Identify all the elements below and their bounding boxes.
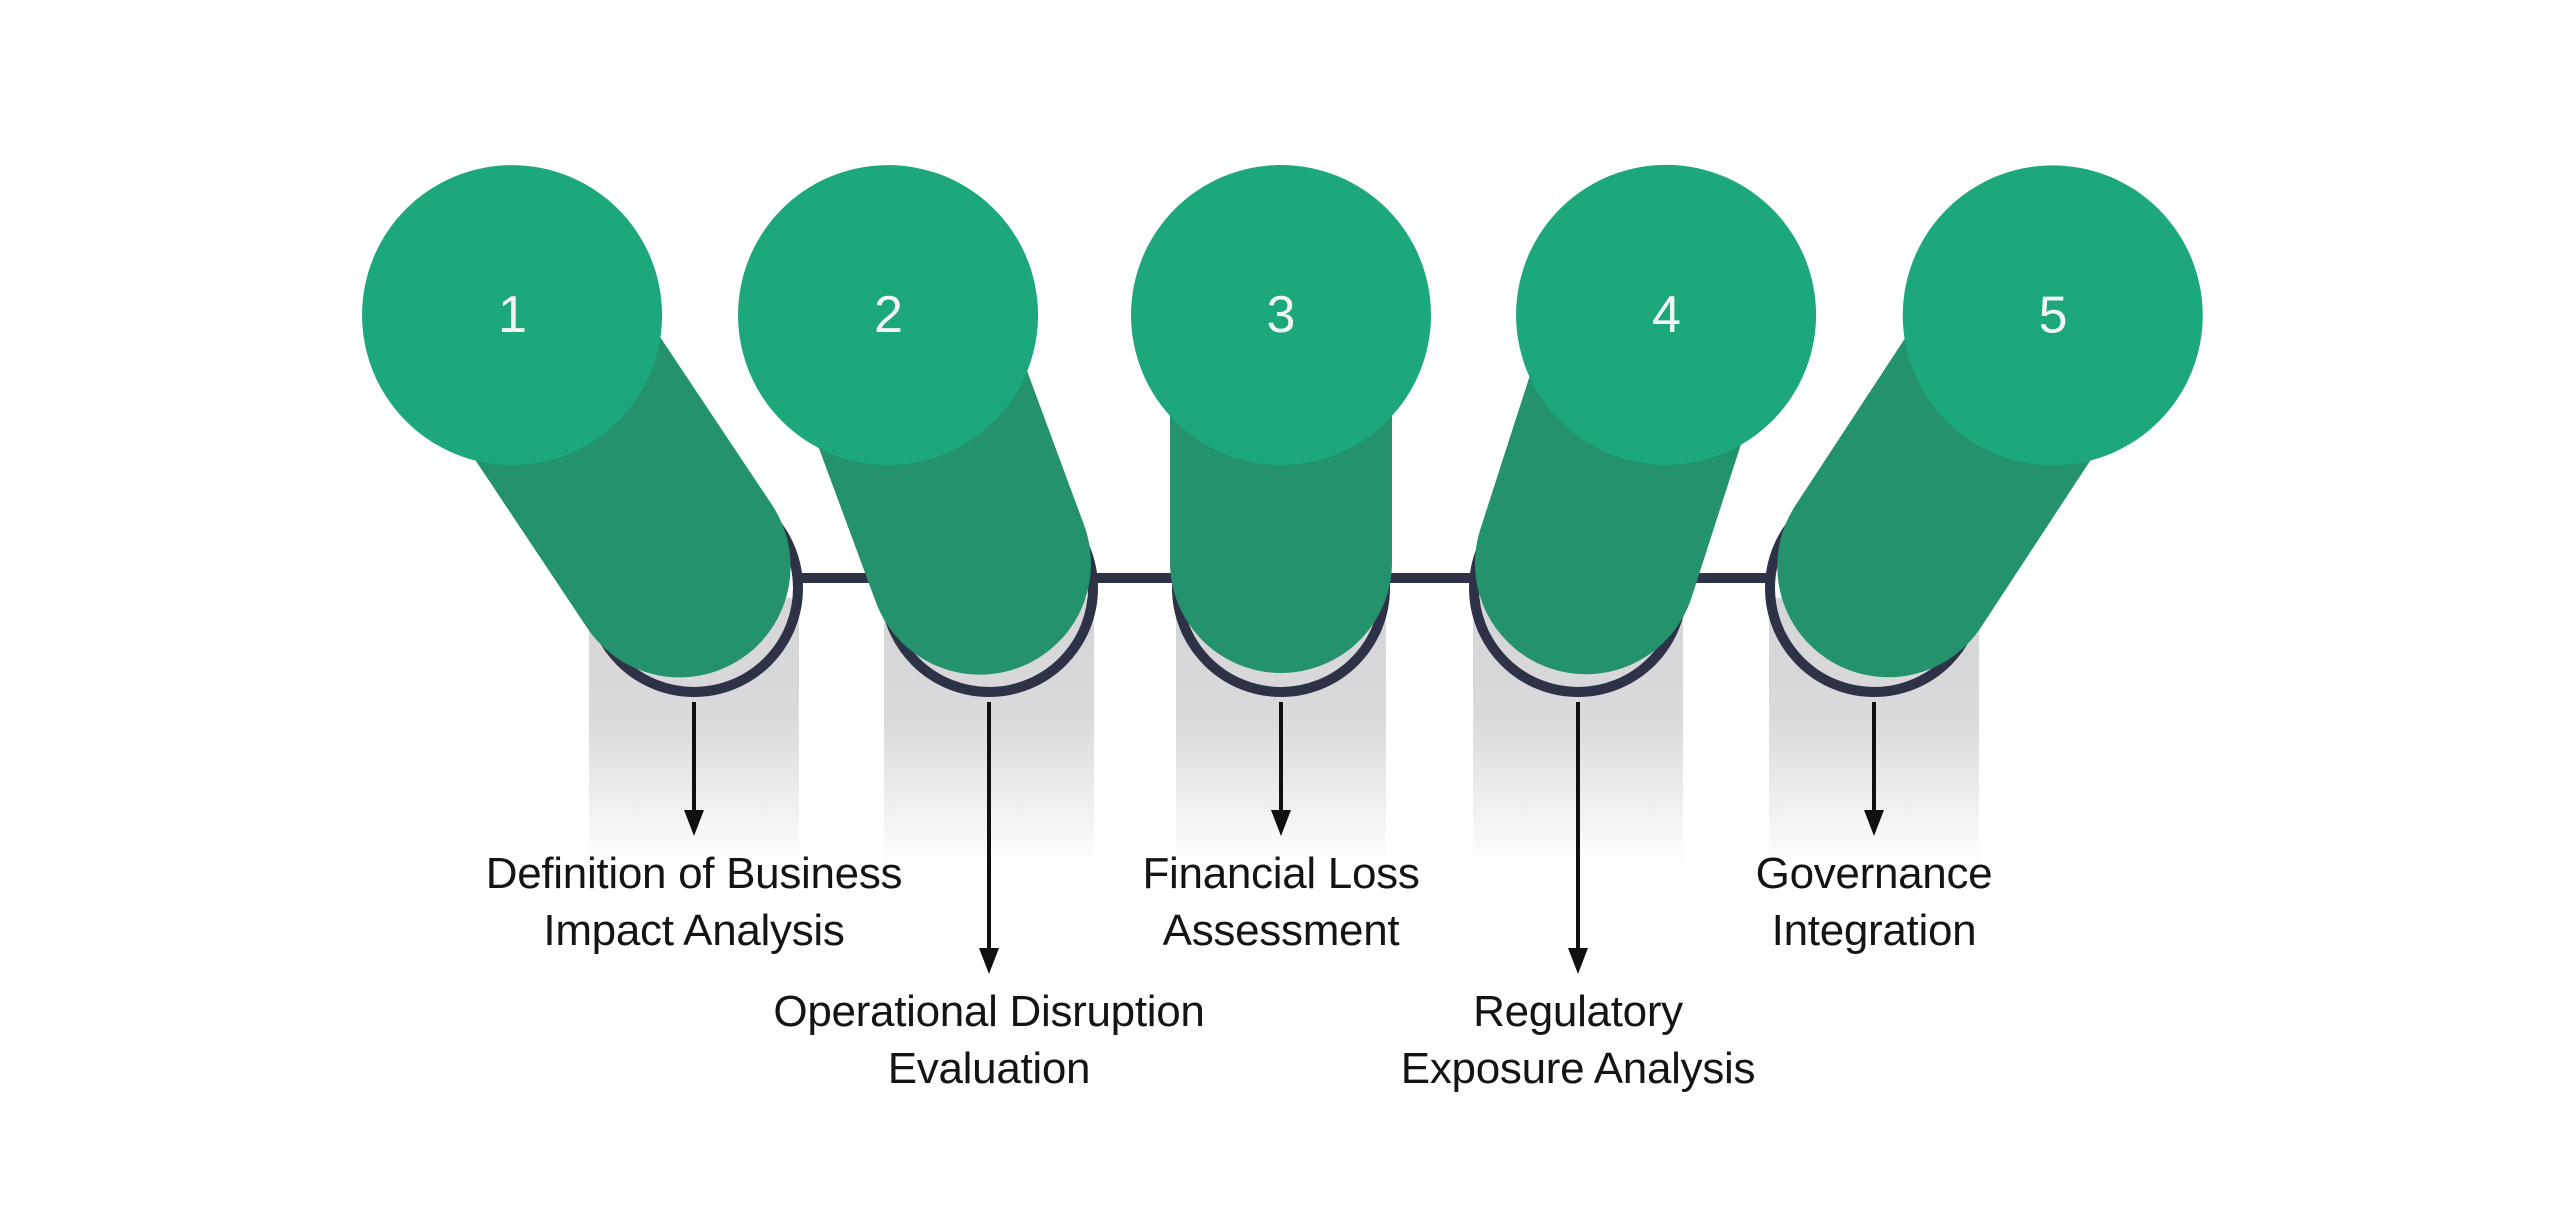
step-label-line1: Definition of Business xyxy=(485,849,903,898)
step-number: 4 xyxy=(1651,286,1681,345)
down-arrow-icon xyxy=(1568,948,1588,974)
pin-cap: 3 xyxy=(1131,165,1431,465)
ring-connector xyxy=(1384,573,1475,583)
step-label-line2: Evaluation xyxy=(887,1044,1091,1093)
step-number: 3 xyxy=(1266,286,1296,344)
down-arrow-line xyxy=(692,702,696,810)
down-arrow-line xyxy=(987,702,991,948)
down-arrow-icon xyxy=(1864,810,1884,836)
step-number: 5 xyxy=(2038,286,2068,345)
step-label-line2: Integration xyxy=(1771,906,1977,955)
step-label-line1: Financial Loss xyxy=(1142,849,1420,898)
step-label-line2: Exposure Analysis xyxy=(1400,1044,1756,1093)
step-label-line1: Regulatory xyxy=(1473,987,1683,1036)
step-label-line2: Assessment xyxy=(1162,906,1400,955)
down-arrow-line xyxy=(1576,702,1580,948)
down-arrow-line xyxy=(1279,702,1283,810)
down-arrow-icon xyxy=(684,810,704,836)
step-label-line2: Impact Analysis xyxy=(543,906,845,955)
step-label-line1: Governance xyxy=(1755,849,1993,898)
step-number: 2 xyxy=(873,286,903,345)
ring-connector xyxy=(1092,573,1178,583)
down-arrow-icon xyxy=(979,948,999,974)
step-label-line1: Operational Disruption xyxy=(773,987,1205,1036)
ring-connector xyxy=(1681,573,1771,583)
down-arrow-icon xyxy=(1271,810,1291,836)
ring-connector xyxy=(797,573,886,583)
step-number: 1 xyxy=(497,286,527,345)
down-arrow-line xyxy=(1872,702,1876,810)
